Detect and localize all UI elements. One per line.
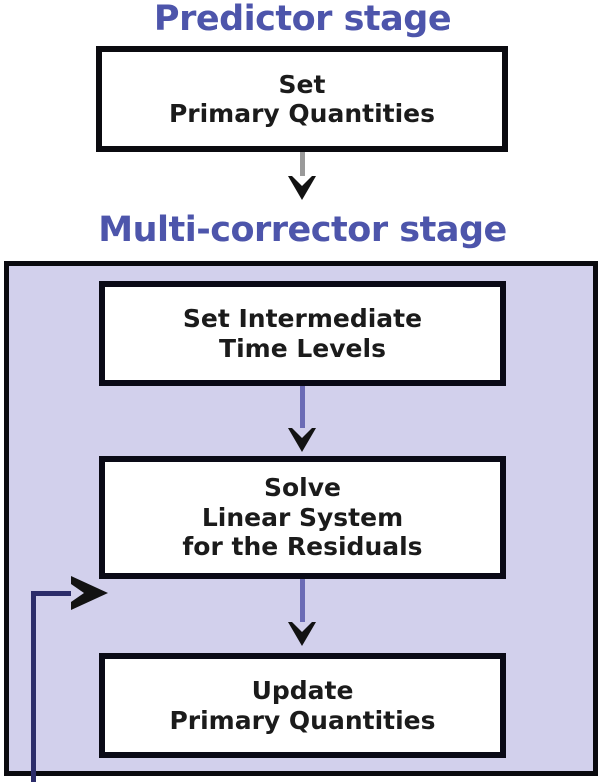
process-box-set-primary-quantities[interactable]: Set Primary Quantities — [96, 46, 508, 152]
box-text-block: Set Primary Quantities — [102, 70, 502, 129]
box-line: Solve — [263, 473, 341, 503]
multicorrector-stage-title: Multi-corrector stage — [98, 210, 507, 250]
arrow-stem — [300, 386, 305, 434]
feedback-top-segment — [31, 591, 87, 596]
feedback-arrow-head-icon — [71, 576, 108, 610]
box-line: Linear System — [201, 502, 404, 532]
box-line: Primary Quantities — [169, 705, 436, 735]
box-line: Update — [251, 676, 354, 705]
box-line: for the Residuals — [182, 532, 423, 562]
arrow-stem — [300, 579, 305, 629]
process-box-update-primary-quantities[interactable]: Update Primary Quantities — [99, 653, 506, 758]
process-box-solve-linear-system[interactable]: Solve Linear System for the Residuals — [99, 456, 506, 579]
process-box-set-intermediate-time-levels[interactable]: Set Intermediate Time Levels — [99, 281, 506, 386]
box-text-block: Solve Linear System for the Residuals — [105, 473, 500, 562]
box-line: Time Levels — [219, 333, 386, 363]
box-text-block: Set Intermediate Time Levels — [105, 304, 500, 363]
box-line: Set — [278, 69, 326, 99]
box-text-block: Update Primary Quantities — [105, 676, 500, 735]
feedback-vertical-segment — [31, 593, 36, 782]
arrow-stem — [300, 152, 305, 184]
box-line: Primary Quantities — [168, 99, 436, 128]
predictor-stage-title: Predictor stage — [153, 0, 452, 39]
box-line: Set Intermediate — [182, 304, 423, 333]
arrow-head-icon — [288, 622, 316, 646]
arrow-head-icon — [288, 176, 316, 200]
arrow-head-icon — [288, 428, 316, 452]
